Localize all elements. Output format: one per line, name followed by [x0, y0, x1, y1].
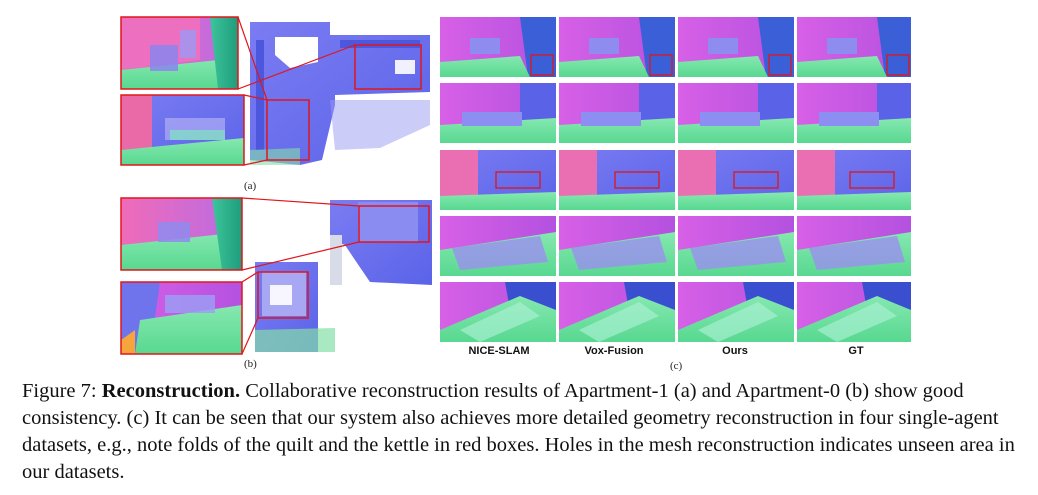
tile-ours-r4	[678, 216, 794, 276]
tile-nice-slam-r2	[440, 83, 556, 143]
tile-ours-r2	[678, 83, 794, 143]
subfigure-a-label: (a)	[244, 180, 257, 192]
grid-row-3	[440, 150, 911, 210]
subfigure-b	[120, 197, 432, 355]
tile-vox-fusion-r3	[559, 150, 675, 210]
subfigure-c-label: (c)	[670, 360, 683, 372]
column-label-vox-fusion: Vox-Fusion	[584, 345, 644, 357]
inset-a-top	[120, 16, 239, 90]
tile-gt-r2	[797, 83, 911, 143]
caption-figure-number: Figure 7:	[22, 380, 97, 402]
zoom-line	[243, 94, 268, 101]
caption-bold-title: Reconstruction.	[101, 380, 241, 402]
grid-row-1	[440, 17, 911, 77]
tile-vox-fusion-r2	[559, 83, 675, 143]
tile-ours-r1	[678, 17, 794, 77]
zoom-line	[237, 16, 268, 101]
zoom-line	[241, 241, 360, 271]
column-label-ours: Ours	[722, 345, 748, 357]
grid-row-5	[440, 282, 911, 342]
tile-vox-fusion-r1	[559, 17, 675, 77]
tile-gt-r1	[797, 17, 911, 77]
zoom-line	[241, 317, 259, 355]
subfigure-c-grid	[440, 17, 911, 342]
zoom-line	[241, 271, 259, 283]
caption-text: Collaborative reconstruction results of …	[22, 380, 1015, 483]
floorplan-b	[241, 197, 432, 355]
tile-ours-r3	[678, 150, 794, 210]
figure-graphics	[120, 16, 911, 355]
tile-gt-r4	[797, 216, 911, 276]
zoom-line	[241, 197, 360, 207]
subfigure-b-label: (b)	[244, 358, 257, 370]
column-label-nice-slam: NICE-SLAM	[468, 345, 530, 357]
figure-7: (a) (b) (c) NICE-SLAM Vox-Fusion Ours GT	[120, 16, 911, 372]
inset-b-bottom	[120, 281, 243, 355]
column-label-gt: GT	[848, 345, 864, 357]
subfigure-a	[120, 16, 430, 166]
inset-a-bottom	[120, 94, 245, 166]
tile-gt-r5	[797, 282, 911, 342]
grid-row-2	[440, 83, 911, 143]
tile-nice-slam-r4	[440, 216, 556, 276]
zoom-line	[243, 159, 268, 166]
tile-ours-r5	[678, 282, 794, 342]
inset-b-top	[120, 197, 243, 271]
tile-nice-slam-r1	[440, 17, 556, 77]
tile-gt-r3	[797, 150, 911, 210]
tile-vox-fusion-r5	[559, 282, 675, 342]
tile-nice-slam-r3	[440, 150, 556, 210]
tile-nice-slam-r5	[440, 282, 556, 342]
floorplan-a	[237, 16, 430, 166]
grid-row-4	[440, 216, 911, 276]
tile-vox-fusion-r4	[559, 216, 675, 276]
zoom-line	[237, 44, 356, 90]
figure-caption: Figure 7: Reconstruction. Collaborative …	[22, 378, 1022, 486]
